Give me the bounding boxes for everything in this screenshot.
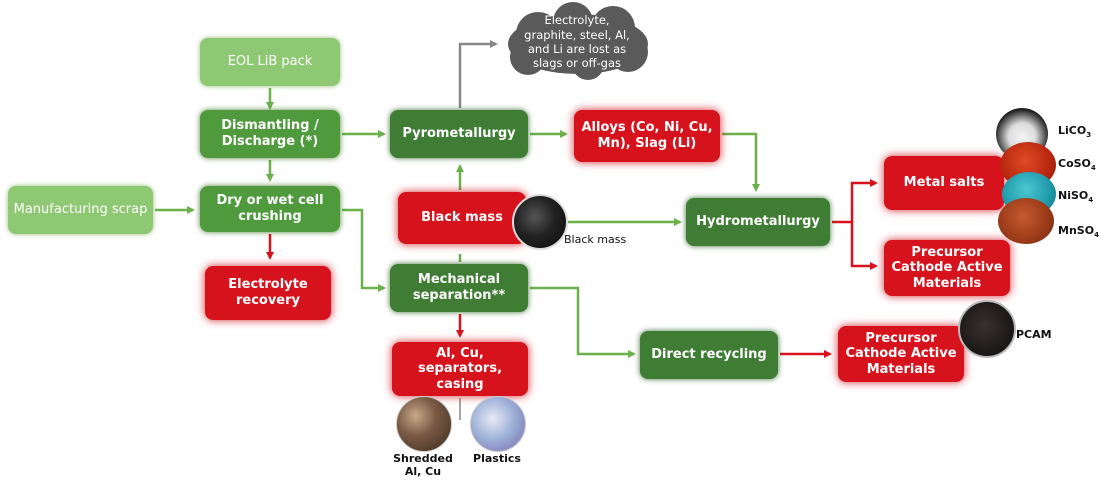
pcam-top-box: Precursor Cathode Active Materials xyxy=(884,240,1010,296)
eol-lib-pack-box: EOL LiB pack xyxy=(200,38,340,86)
black-mass-box: Black mass xyxy=(398,192,526,244)
salt-label-niso4: NiSO4 xyxy=(1058,189,1094,205)
arrow-hydro-to-pcam-top xyxy=(850,222,878,270)
salt-label-lico3: LiCO3 xyxy=(1058,124,1092,140)
metal-salts-box: Metal salts xyxy=(884,156,1004,210)
hydrometallurgy-box: Hydrometallurgy xyxy=(686,198,830,246)
alloys-box: Alloys (Co, Ni, Cu, Mn), Slag (Li) xyxy=(574,110,720,162)
pyrometallurgy-box: Pyrometallurgy xyxy=(390,110,528,158)
plastics-image xyxy=(470,396,526,452)
arrow-pyro-to-cloud xyxy=(458,40,498,108)
dismantling-box: Dismantling / Discharge (*) xyxy=(200,110,340,158)
cloud-shape xyxy=(508,2,648,80)
arrow-mechanical-to-direct xyxy=(530,286,636,358)
electrolyte-recovery-box: Electrolyte recovery xyxy=(205,266,331,320)
shredded-al-cu-image xyxy=(396,396,452,452)
plastics-label: Plastics xyxy=(473,452,521,465)
black-mass-image-label: Black mass xyxy=(564,233,627,246)
shredded-label: Shredded Al, Cu xyxy=(393,452,453,479)
direct-recycling-box: Direct recycling xyxy=(640,331,778,379)
arrow-hydro-to-metal-salts xyxy=(832,179,878,224)
salt-label-coso4: CoSO4 xyxy=(1058,157,1096,173)
pcam-bottom-box: Precursor Cathode Active Materials xyxy=(838,326,964,382)
crushing-box: Dry or wet cell crushing xyxy=(200,186,340,232)
mnso4-image xyxy=(998,198,1054,244)
manufacturing-scrap-box: Manufacturing scrap xyxy=(8,186,153,234)
arrow-alloys-to-hydro xyxy=(722,132,760,192)
mechanical-separation-box: Mechanical separation** xyxy=(390,264,528,312)
pcam-label: PCAM xyxy=(1016,328,1052,341)
arrow-crushing-to-mechanical xyxy=(342,208,386,292)
pcam-image xyxy=(958,300,1016,358)
separators-box: Al, Cu, separators, casing xyxy=(392,342,528,396)
black-mass-image xyxy=(512,194,568,250)
cloud-text: Electrolyte, graphite, steel, Al, and Li… xyxy=(524,13,630,71)
salt-label-mnso4: MnSO4 xyxy=(1058,224,1099,240)
